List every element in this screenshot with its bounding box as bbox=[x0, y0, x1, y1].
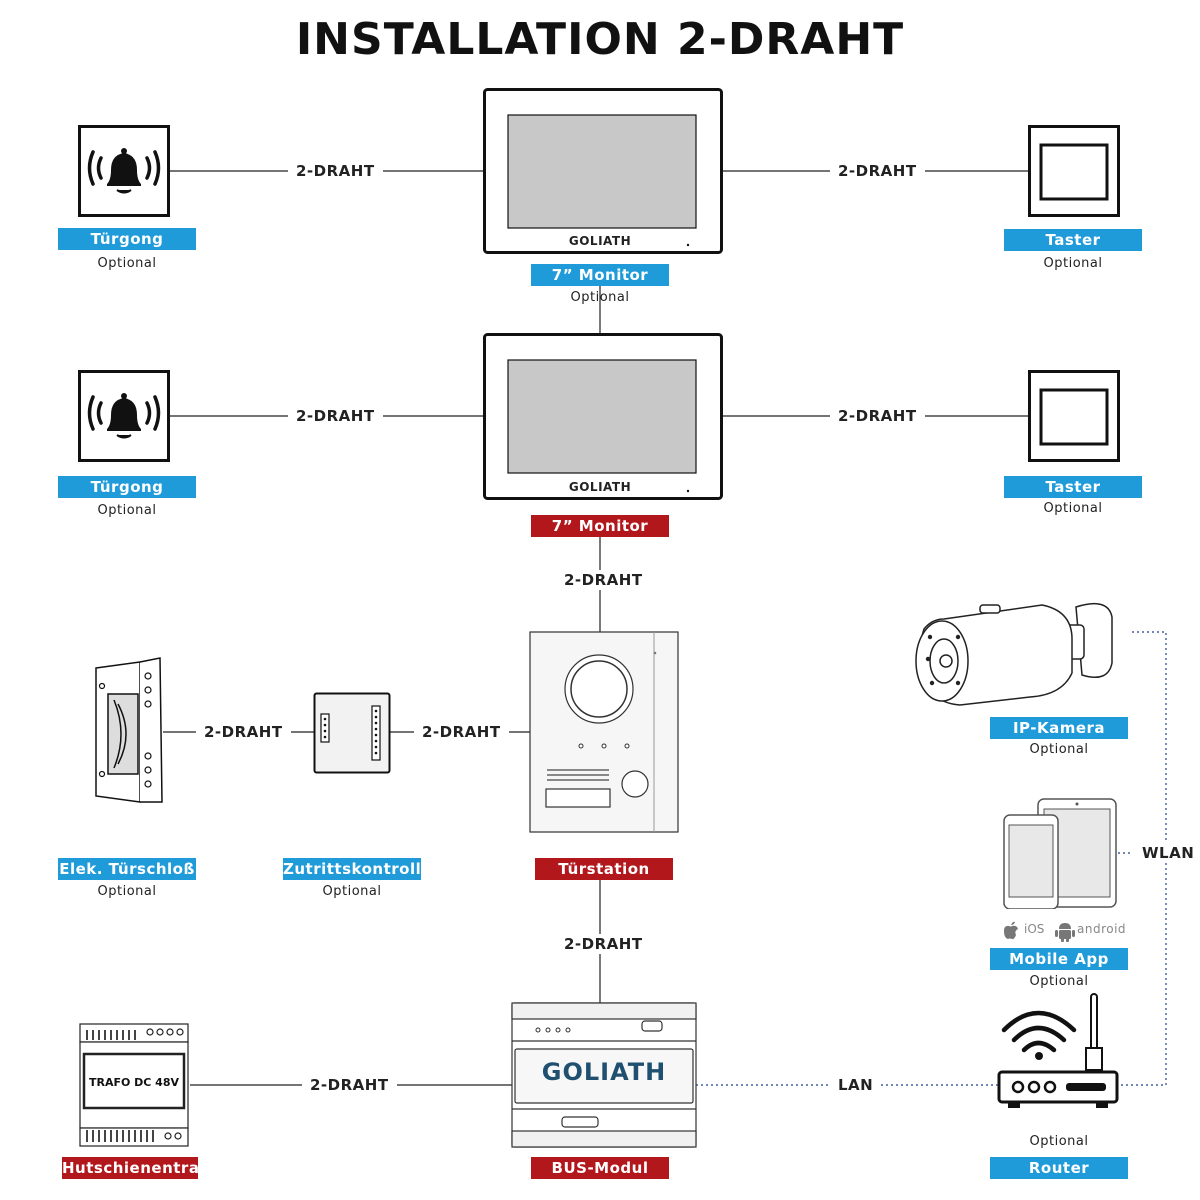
taster-2-optional: Optional bbox=[1043, 501, 1103, 516]
wire-label-bell-2: 2-DRAHT bbox=[288, 406, 383, 426]
bell-icon bbox=[87, 393, 161, 439]
router-label: Router bbox=[990, 1157, 1128, 1179]
tuergong-1-optional: Optional bbox=[97, 256, 157, 271]
monitor-2-device bbox=[483, 333, 723, 500]
monitor-1-optional: Optional bbox=[570, 290, 630, 305]
apple-icon bbox=[1000, 921, 1022, 941]
ios-label: iOS bbox=[1024, 922, 1045, 936]
wire-label-taster-1: 2-DRAHT bbox=[830, 161, 925, 181]
taster-1-device bbox=[1028, 125, 1120, 217]
taster-1-optional: Optional bbox=[1043, 256, 1103, 271]
bus-module-label: BUS-Modul bbox=[531, 1157, 669, 1179]
taster-1-label: Taster Türöffner bbox=[1004, 229, 1142, 271]
android-icon bbox=[1055, 920, 1075, 942]
monitor-2-brand: GOLIATH bbox=[568, 480, 632, 494]
taster-2-label: Taster Türöffner bbox=[1004, 476, 1142, 518]
tuergong-1-device bbox=[78, 125, 170, 217]
monitor-2-label: 7” Monitor bbox=[531, 515, 669, 537]
phone-icon bbox=[1003, 814, 1059, 909]
wire-label-monitor-door: 2-DRAHT bbox=[556, 570, 651, 590]
wire-label-wlan: WLAN bbox=[1132, 843, 1197, 863]
ip-camera-optional: Optional bbox=[1029, 742, 1089, 757]
wire-label-bell-1: 2-DRAHT bbox=[288, 161, 383, 181]
ip-camera-label: IP-Kamera bbox=[990, 717, 1128, 739]
taster-2-device bbox=[1028, 370, 1120, 462]
din-rail-transformer-device bbox=[79, 1023, 189, 1147]
mobile-app-label: Mobile App bbox=[990, 948, 1128, 970]
bell-icon bbox=[87, 148, 161, 194]
access-control-optional: Optional bbox=[322, 884, 382, 899]
ip-camera-device bbox=[915, 602, 1113, 706]
door-station-device bbox=[529, 631, 679, 833]
mobile-devices bbox=[1003, 798, 1117, 909]
tuergong-2-device bbox=[78, 370, 170, 462]
door-station-label: Türstation bbox=[535, 858, 673, 880]
bus-module-brand: GOLIATH bbox=[541, 1058, 667, 1086]
door-lock-device bbox=[95, 657, 163, 803]
door-lock-optional: Optional bbox=[97, 884, 157, 899]
wire-label-lock-access: 2-DRAHT bbox=[196, 722, 291, 742]
door-lock-label: Elek. Türschloß bbox=[58, 858, 196, 880]
transformer-label: Hutschienentrafo bbox=[62, 1157, 218, 1179]
android-label: android bbox=[1077, 922, 1127, 936]
wire-label-trafo-bus: 2-DRAHT bbox=[302, 1075, 397, 1095]
access-control-device bbox=[313, 692, 391, 774]
tuergong-2-label: Türgong bbox=[58, 476, 196, 498]
monitor-1-device bbox=[483, 88, 723, 254]
wire-label-access-door: 2-DRAHT bbox=[414, 722, 509, 742]
wire-label-taster-2: 2-DRAHT bbox=[830, 406, 925, 426]
transformer-text: TRAFO DC 48V bbox=[88, 1076, 180, 1089]
tuergong-1-label: Türgong bbox=[58, 228, 196, 250]
wifi-icon bbox=[1001, 1010, 1077, 1053]
bus-module-device bbox=[511, 1002, 697, 1148]
mobile-app-optional: Optional bbox=[1029, 974, 1089, 989]
access-control-label: Zutrittskontrolle bbox=[283, 858, 432, 880]
monitor-1-brand: GOLIATH bbox=[568, 234, 632, 248]
tuergong-2-optional: Optional bbox=[97, 503, 157, 518]
monitor-1-label: 7” Monitor bbox=[531, 264, 669, 286]
router-device bbox=[997, 993, 1119, 1108]
wire-label-lan: LAN bbox=[830, 1075, 882, 1095]
page-title: INSTALLATION 2-DRAHT bbox=[295, 14, 905, 65]
router-optional: Optional bbox=[1029, 1134, 1089, 1149]
wire-label-door-bus: 2-DRAHT bbox=[556, 934, 651, 954]
